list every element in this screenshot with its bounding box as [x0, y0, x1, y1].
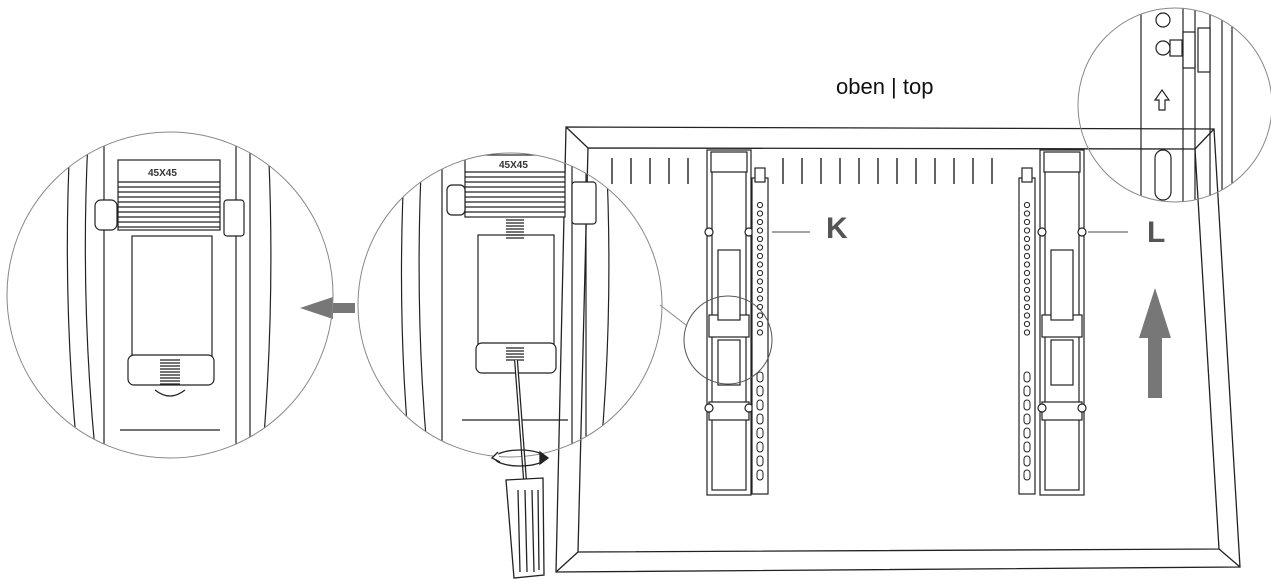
bracket-l-holes: [1023, 201, 1031, 481]
tv-back-panel: [555, 126, 1241, 573]
vent-slots: [611, 158, 993, 184]
bracket-k-label: K: [826, 212, 848, 245]
direction-arrow-up-icon: [1139, 288, 1171, 398]
direction-arrow-left-icon: [300, 297, 355, 319]
bracket-k-holes: [756, 201, 764, 481]
detail-circle-middle: 45X45: [357, 152, 663, 458]
size-mark-left: 45X45: [148, 168, 177, 179]
rotation-arrow-icon: [490, 449, 550, 467]
bracket-l: [1018, 149, 1087, 496]
magnifier-source-circle: [683, 295, 773, 385]
bracket-l-label: L: [1147, 216, 1166, 249]
bracket-k: [704, 149, 769, 496]
detail-circle-right: [1077, 7, 1271, 203]
top-orientation-label: oben | top: [836, 74, 934, 99]
size-mark-middle: 45X45: [499, 160, 528, 171]
screwdriver-icon: [505, 359, 545, 579]
detail-circle-left: 45X45: [6, 131, 334, 459]
magnifier-leader-line: [659, 304, 687, 326]
